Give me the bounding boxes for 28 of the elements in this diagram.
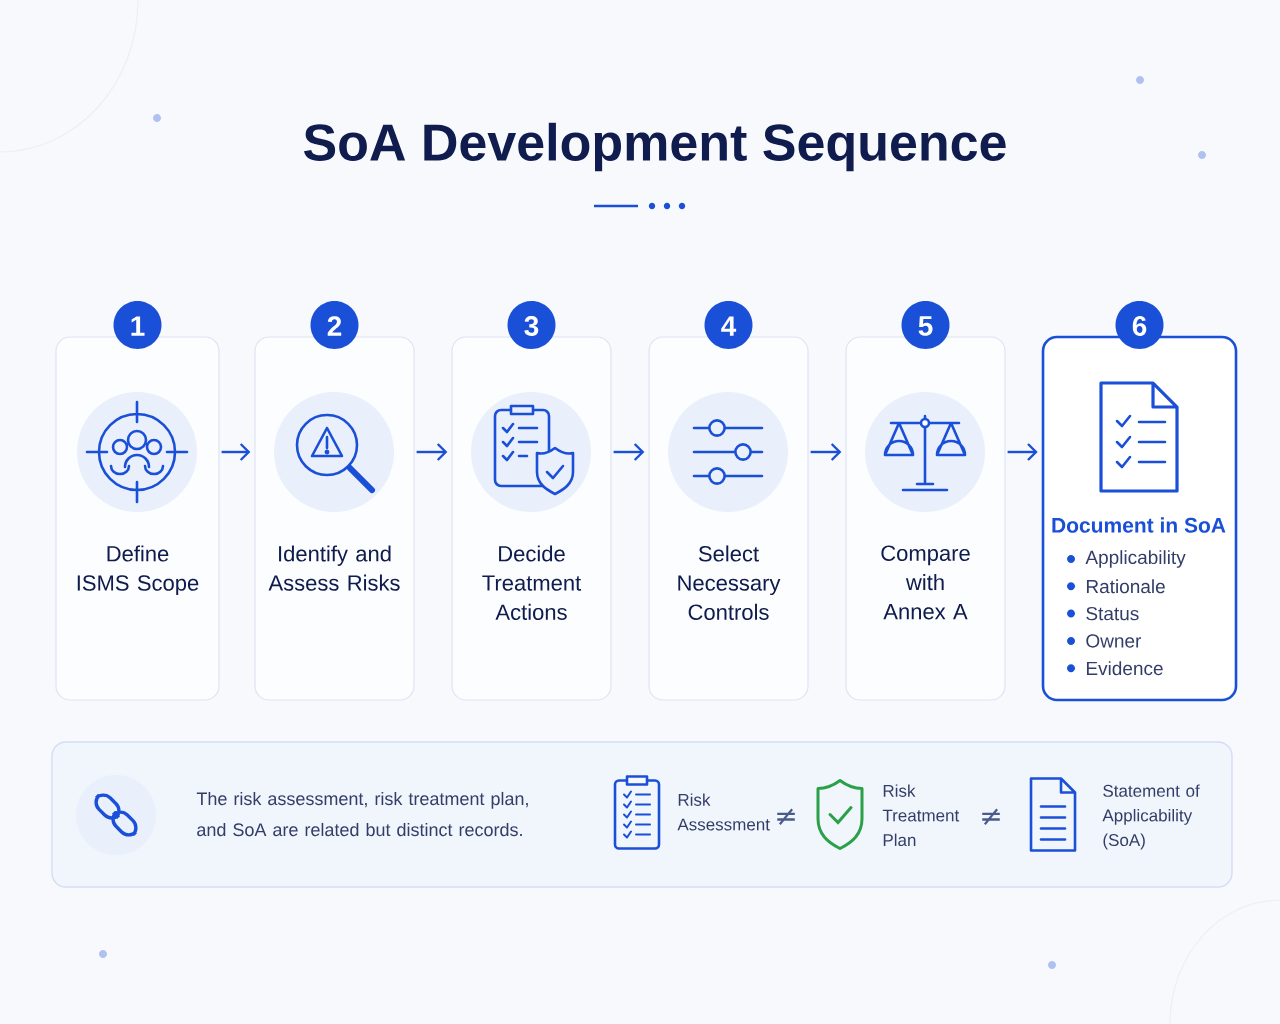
arrow xyxy=(416,443,448,461)
step-number-badge: 3 xyxy=(507,301,556,349)
step-number-badge: 5 xyxy=(901,301,950,349)
step-label: Compare with Annex A xyxy=(881,545,970,620)
title: SoA Development Sequence xyxy=(303,122,1006,172)
not-equal-sign: ≠ xyxy=(982,808,1000,825)
bullet-item: Applicability xyxy=(1067,550,1186,568)
bullet-item: Owner xyxy=(1067,634,1142,648)
step-label: Decide Treatment Actions xyxy=(482,545,582,620)
bullet-item: Rationale xyxy=(1067,579,1165,594)
record-label: Risk Assessment xyxy=(677,793,770,831)
bullet-item: Status xyxy=(1067,606,1139,621)
step-number-badge: 2 xyxy=(310,301,359,349)
arrow xyxy=(810,443,842,461)
step-number-badge: 1 xyxy=(113,301,162,349)
step-number-badge: 6 xyxy=(1115,301,1164,349)
step-label: Identify and Assess Risks xyxy=(268,545,400,591)
arrow xyxy=(1007,443,1038,461)
step-number-badge: 4 xyxy=(704,301,753,349)
card-heading: Document in SoA xyxy=(1052,517,1226,533)
record-label: Risk Treatment Plan xyxy=(882,784,960,847)
step-label: Select Necessary Controls xyxy=(678,545,781,620)
record-label: Statement of Applicability (SoA) xyxy=(1102,784,1200,850)
bullet-item: Evidence xyxy=(1067,661,1163,676)
step-label: Define ISMS Scope xyxy=(77,545,199,596)
arrow xyxy=(221,443,251,461)
arrow xyxy=(613,443,645,461)
panel-note: The risk assessment, risk treatment plan, and SoA are related but distinct records. xyxy=(196,791,528,837)
